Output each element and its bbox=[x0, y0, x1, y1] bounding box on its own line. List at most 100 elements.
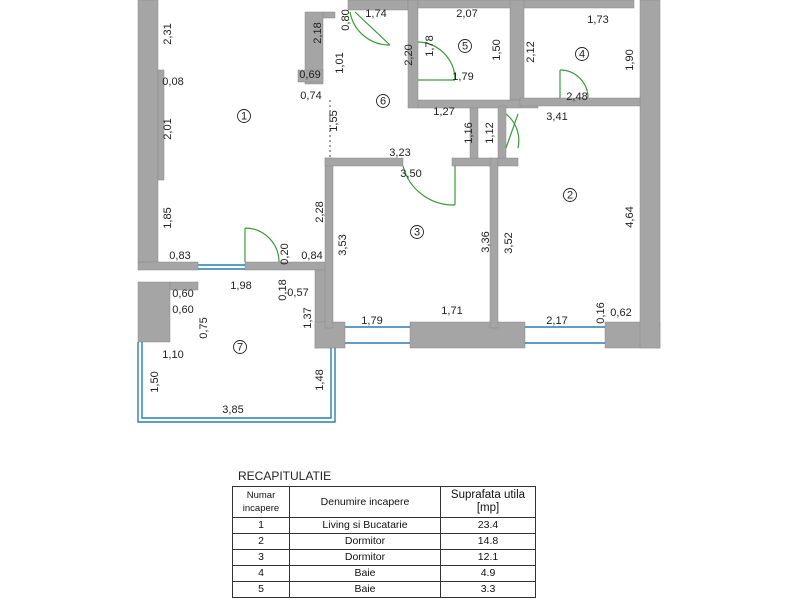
dimension-label: 1,48 bbox=[314, 369, 326, 390]
room-number-markers: 1 2 3 4 5 6 7 bbox=[233, 39, 589, 354]
dimension-label: 0,69 bbox=[299, 69, 320, 81]
dimension-label: 4,64 bbox=[624, 206, 636, 227]
dimension-label: 0,18 bbox=[277, 279, 289, 300]
room-marker: 6 bbox=[376, 94, 390, 108]
room-number: 1 bbox=[241, 111, 247, 123]
room-number: 5 bbox=[462, 41, 468, 53]
room-marker: 1 bbox=[237, 109, 251, 123]
room-marker: 5 bbox=[458, 39, 472, 53]
room-area-cell: 3.3 bbox=[440, 581, 536, 598]
dimension-label: 1,73 bbox=[587, 14, 608, 26]
dimension-label: 0,57 bbox=[287, 287, 308, 299]
room-marker-circle bbox=[233, 340, 247, 354]
room-area-cell: 23.4 bbox=[440, 517, 536, 534]
room-number: 4 bbox=[579, 49, 585, 61]
room-number: 7 bbox=[237, 342, 243, 354]
room-number-cell: 3 bbox=[232, 549, 290, 566]
room-marker-circle bbox=[563, 188, 577, 202]
header-number: Numar incapere bbox=[232, 486, 290, 518]
room-area-cell: 14.8 bbox=[440, 533, 536, 550]
room-marker-circle bbox=[458, 39, 472, 53]
dimension-label: 1,90 bbox=[624, 49, 636, 70]
room-name-cell: Baie bbox=[289, 565, 441, 582]
dimension-label: 1,10 bbox=[162, 349, 183, 361]
dimension-label: 1,79 bbox=[361, 315, 382, 327]
dimension-label: 2,07 bbox=[456, 8, 477, 20]
dimension-label: 2,31 bbox=[162, 23, 174, 44]
room-marker-circle bbox=[237, 109, 251, 123]
dimension-label: 1,12 bbox=[484, 122, 496, 143]
room-name-cell: Dormitor bbox=[289, 549, 441, 566]
room-number-cell: 5 bbox=[232, 581, 290, 598]
dimension-label: 1,16 bbox=[463, 122, 475, 143]
dimension-label: 1,98 bbox=[230, 280, 251, 292]
dimension-labels: 2,31 0,08 2,01 1,85 0,83 1,98 0,60 0,60 0,75 1,10… bbox=[149, 8, 636, 416]
dimension-label: 0,84 bbox=[301, 250, 322, 262]
dimension-label: 2,01 bbox=[162, 118, 174, 139]
dimension-label: 3,41 bbox=[546, 111, 567, 123]
dimension-label: 3,36 bbox=[480, 231, 492, 252]
dimension-label: 2,28 bbox=[314, 201, 326, 222]
room-name-cell: Dormitor bbox=[289, 533, 441, 550]
dimension-label: 0,74 bbox=[300, 90, 321, 102]
dimension-label: 0,60 bbox=[172, 288, 193, 300]
dimension-label: 3,23 bbox=[389, 147, 410, 159]
walls bbox=[137, 0, 661, 349]
room-name-cell: Living si Bucatarie bbox=[289, 517, 441, 534]
dimension-label: 0,08 bbox=[162, 76, 183, 88]
room-number-cell: 1 bbox=[232, 517, 290, 534]
dimension-label: 0,75 bbox=[198, 317, 210, 338]
dimension-label: 2,20 bbox=[403, 44, 415, 65]
dimension-label: 0,62 bbox=[610, 307, 631, 319]
dimension-label: 1,74 bbox=[365, 8, 386, 20]
dimension-label: 1,50 bbox=[491, 39, 503, 60]
dimension-label: 3,50 bbox=[400, 168, 421, 180]
room-number: 2 bbox=[567, 190, 573, 202]
room-number: 6 bbox=[380, 96, 386, 108]
recap-table: Numar incapere Denumire incapere Suprafa… bbox=[232, 486, 536, 598]
room-number: 3 bbox=[414, 227, 420, 239]
recap-header-row: Numar incapere Denumire incapere Suprafa… bbox=[232, 486, 536, 518]
doors bbox=[244, 11, 589, 263]
room-number-cell: 4 bbox=[232, 565, 290, 582]
room-marker-circle bbox=[575, 47, 589, 61]
dimension-label: 2,18 bbox=[312, 22, 324, 43]
dimension-label: 1,01 bbox=[334, 52, 346, 73]
dimension-label: 3,52 bbox=[503, 232, 515, 253]
dimension-label: 1,50 bbox=[149, 371, 161, 392]
dimension-label: 0,20 bbox=[279, 243, 291, 264]
dimension-label: 1,27 bbox=[433, 106, 454, 118]
dimension-label: 0,83 bbox=[169, 250, 190, 262]
dimension-label: 1,78 bbox=[424, 35, 436, 56]
room-marker-circle bbox=[410, 225, 424, 239]
dimension-label: 3,53 bbox=[337, 234, 349, 255]
dimension-label: 1,71 bbox=[441, 305, 462, 317]
dimension-label: 1,85 bbox=[162, 207, 174, 228]
header-area: Suprafata utila [mp] bbox=[440, 486, 536, 518]
dimension-label: 3,85 bbox=[222, 404, 243, 416]
dimension-label: 2,48 bbox=[566, 91, 587, 103]
room-marker: 4 bbox=[575, 47, 589, 61]
room-name-cell: Baie bbox=[289, 581, 441, 598]
recap-title: RECAPITULATIE bbox=[238, 469, 332, 483]
room-marker: 3 bbox=[410, 225, 424, 239]
dimension-label: 0,60 bbox=[172, 304, 193, 316]
dimension-label: 1,37 bbox=[302, 307, 314, 328]
header-name: Denumire incapere bbox=[289, 486, 441, 518]
room-number-cell: 2 bbox=[232, 533, 290, 550]
room-marker: 2 bbox=[563, 188, 577, 202]
dimension-label: 0,16 bbox=[595, 302, 607, 323]
room-area-cell: 4.9 bbox=[440, 565, 536, 582]
dimension-label: 2,12 bbox=[525, 41, 537, 62]
windows bbox=[137, 264, 605, 423]
room-marker: 7 bbox=[233, 340, 247, 354]
dimension-label: 2,17 bbox=[546, 315, 567, 327]
dimension-label: 1,55 bbox=[328, 110, 340, 131]
room-marker-circle bbox=[376, 94, 390, 108]
